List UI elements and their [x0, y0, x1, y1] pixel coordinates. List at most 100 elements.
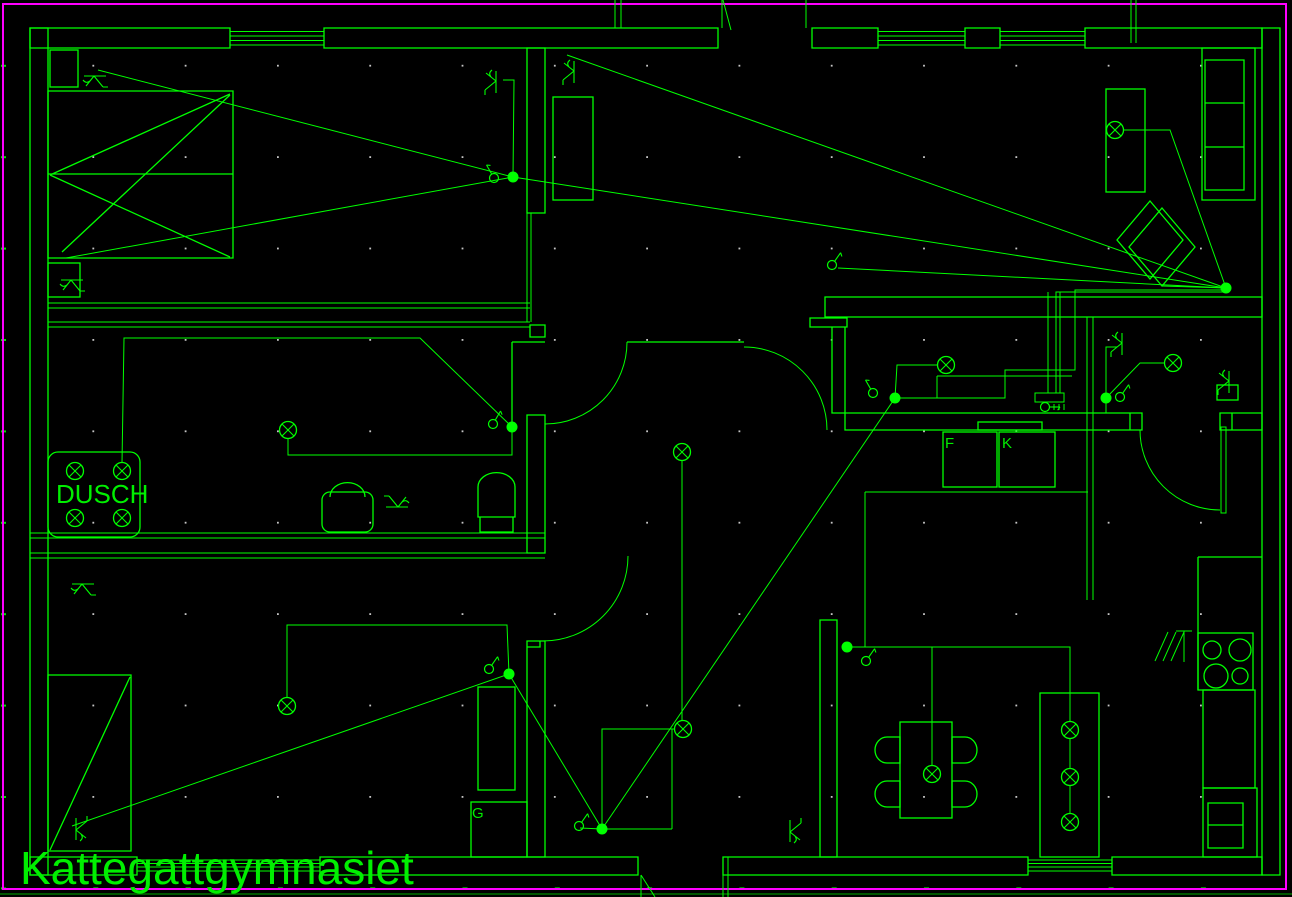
wardrobe [552, 96, 594, 201]
grid-dot [1200, 521, 1202, 524]
junction-box-symbol [841, 641, 853, 653]
grid-dot [461, 521, 464, 524]
ceiling-lamp-symbol [1163, 353, 1183, 373]
grid-dot [923, 704, 925, 707]
grid-dot [369, 704, 372, 707]
grid-dot [646, 613, 648, 615]
ceiling-lamp-symbol [65, 508, 85, 528]
grid-dot [277, 613, 279, 615]
windows [137, 31, 1112, 872]
grid-dot [369, 521, 372, 524]
grid-dot [92, 796, 95, 798]
grid-dot [646, 796, 648, 798]
grid-dot [1015, 704, 1018, 707]
grid-dot [553, 339, 556, 341]
grid-dot [830, 704, 833, 707]
grid-dot [92, 247, 95, 250]
grid-dot [923, 247, 925, 250]
grid-dot [369, 796, 372, 798]
grid-dot [1015, 521, 1018, 524]
wall-switch-symbol [1110, 331, 1123, 357]
grid-dot [1107, 796, 1110, 798]
sofa [1201, 47, 1256, 201]
toilet [477, 472, 516, 533]
grid-dot [738, 521, 741, 524]
grid-dot [184, 339, 187, 341]
grid-dot [92, 430, 95, 433]
junction-box-symbol [596, 823, 608, 835]
grid-dot [92, 339, 95, 341]
grid-dot [369, 247, 372, 250]
grid-dot [830, 613, 833, 615]
grid-dot [1015, 247, 1018, 250]
grid-dot [646, 339, 648, 341]
grid-dot [277, 430, 279, 433]
grid-dot [830, 64, 833, 67]
appliance-label-k: K [1002, 435, 1012, 452]
grid-dot [923, 430, 925, 433]
grid-dot [1200, 704, 1202, 707]
grid-dot [646, 430, 648, 433]
grid-dot [923, 339, 925, 341]
wire-run [1105, 362, 1165, 399]
grid-dot [1107, 156, 1110, 158]
junction-box-symbol [503, 668, 515, 680]
grid-dot [923, 156, 925, 158]
bedroom2-door-arc [542, 555, 629, 642]
chair [951, 736, 978, 764]
ceiling-lamp-symbol [1060, 720, 1080, 740]
hall-door-arc [743, 346, 828, 431]
grid-dot [738, 430, 741, 433]
wire-run [121, 337, 513, 464]
grid-dot [738, 247, 741, 250]
grid-dot [184, 156, 187, 158]
ceiling-lamp-symbol [936, 355, 956, 375]
grid-dot [277, 156, 279, 158]
grid-dot [369, 64, 372, 67]
furniture [47, 47, 1262, 858]
ceiling-lamp-symbol [112, 461, 132, 481]
grid-dot [461, 339, 464, 341]
appliance-label-f: F [945, 435, 954, 452]
grid-dot [461, 430, 464, 433]
ceiling-lamp-symbol [922, 764, 942, 784]
wall-switch-symbol [82, 75, 108, 88]
wire-run [508, 673, 603, 830]
junction-box-symbol [507, 171, 519, 183]
switch-symbol [1114, 384, 1131, 403]
electrical-symbols [59, 54, 1232, 844]
wire-run [97, 69, 514, 178]
wall-switch-symbol [562, 59, 575, 85]
grid-dot [184, 521, 187, 524]
grid-dot [553, 704, 556, 707]
junction-box-symbol [506, 421, 518, 433]
switch-symbol [483, 656, 500, 675]
grid-dot [92, 521, 95, 524]
ceiling-lamp-symbol [673, 719, 693, 739]
door-swings [542, 341, 1227, 642]
grid-dot [830, 796, 833, 798]
grid-dot [184, 613, 187, 615]
freezer-box [942, 431, 998, 488]
wire-run [286, 624, 510, 697]
wire-run [512, 176, 1227, 289]
grid-dot [1200, 64, 1202, 67]
ceiling-lamp-symbol [672, 442, 692, 462]
fridge-box [998, 431, 1056, 488]
grid-dot [184, 796, 187, 798]
ceiling-lamp-symbol [1060, 812, 1080, 832]
grid-dot [646, 156, 648, 158]
room-label-dusch: DUSCH [56, 479, 148, 509]
chair [874, 780, 901, 808]
grid-dot [553, 521, 556, 524]
grid-dot [738, 796, 741, 798]
grid-dot [830, 430, 833, 433]
grid-dot [1200, 247, 1202, 250]
grid-dot [553, 64, 556, 67]
switch-symbol [1039, 401, 1061, 413]
nightstand [49, 49, 79, 88]
switch-symbol [487, 410, 503, 430]
